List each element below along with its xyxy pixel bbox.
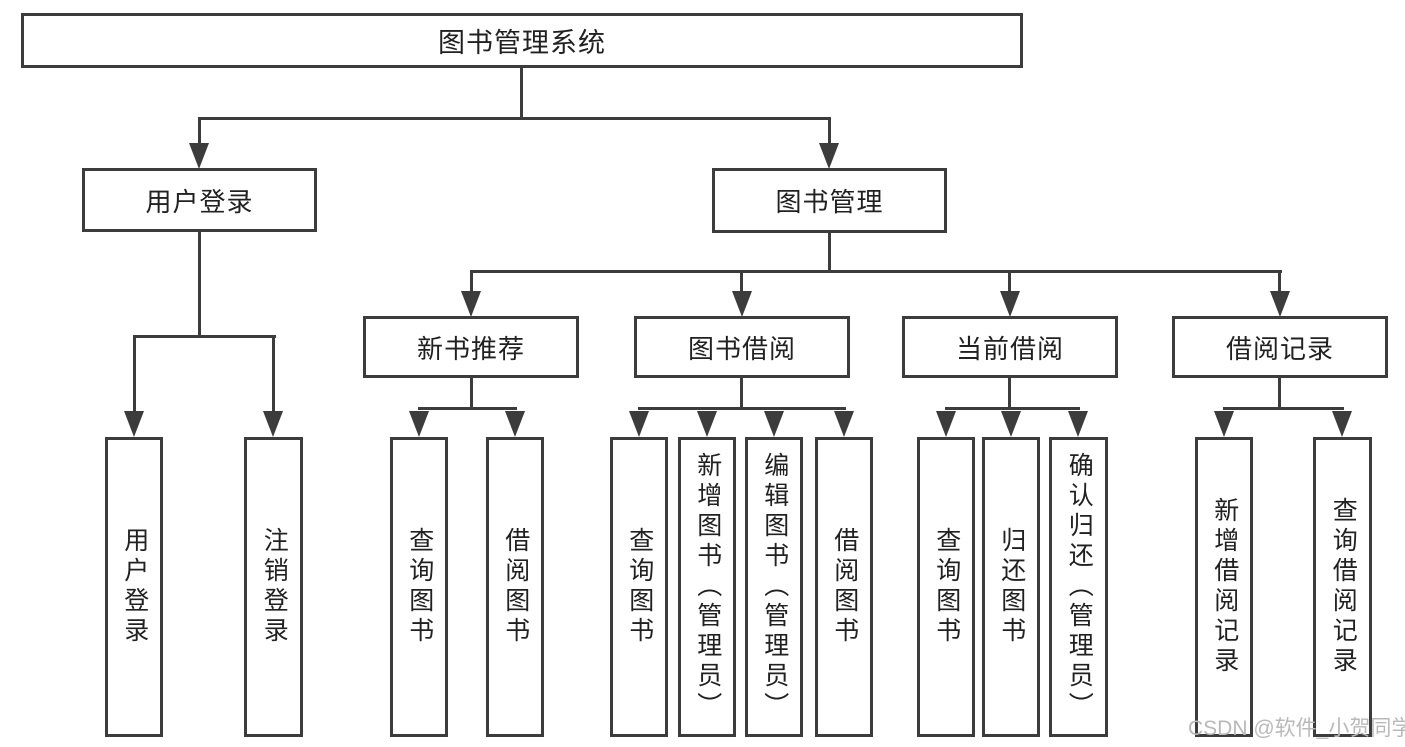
leaf-borrow-books-recommend: 借阅图书	[486, 437, 544, 737]
leaf-user-login: 用户登录	[105, 437, 163, 737]
leaf-edit-book-admin-label: 编辑图书（管理员）	[760, 452, 789, 722]
leaf-return-books-label: 归还图书	[997, 527, 1026, 647]
connector-user-login-stem	[198, 117, 201, 146]
arrowhead-g3-return-books	[1001, 411, 1021, 437]
leaf-add-borrow-record: 新增借阅记录	[1195, 437, 1253, 737]
connector-user-login-horizontal	[133, 335, 276, 338]
leaf-query-books-recommend: 查询图书	[390, 437, 448, 737]
connector-g2-down	[740, 377, 743, 409]
connector-g4-down	[1278, 377, 1281, 409]
arrowhead-new-book	[461, 291, 481, 317]
connector-leaf-user-login-stem	[133, 335, 136, 414]
arrowhead-g2-query-books	[629, 411, 649, 437]
arrowhead-book-borrow	[732, 291, 752, 317]
connector-level2-horizontal	[198, 117, 831, 120]
leaf-edit-book-admin: 编辑图书（管理员）	[745, 437, 803, 737]
node-user-login: 用户登录	[82, 168, 317, 232]
leaf-borrow-books-2: 借阅图书	[815, 437, 873, 737]
node-new-book-recommend-label: 新书推荐	[416, 333, 525, 364]
watermark: CSDN @软件_小贺同学	[1188, 717, 1405, 740]
connector-leaf-logout-stem	[272, 335, 275, 414]
node-borrow-records: 借阅记录	[1172, 316, 1388, 378]
connector-user-login-down	[198, 232, 201, 338]
arrowhead-g1-borrow-books	[505, 411, 525, 437]
node-current-borrow-label: 当前借阅	[955, 333, 1064, 364]
connector-g3-down	[1008, 377, 1011, 409]
arrowhead-leaf-logout	[263, 411, 283, 437]
arrowhead-g3-confirm-return	[1068, 411, 1088, 437]
leaf-query-books-current: 查询图书	[917, 437, 975, 737]
connector-g4-horizontal	[1223, 407, 1344, 410]
leaf-logout-label: 注销登录	[260, 527, 289, 647]
connector-book-mgmt-stem	[828, 117, 831, 146]
node-book-management-label: 图书管理	[775, 187, 884, 217]
connector-g1-down	[470, 377, 473, 409]
leaf-return-books: 归还图书	[982, 437, 1040, 737]
leaf-query-books-recommend-label: 查询图书	[405, 527, 434, 647]
arrowhead-current-borrow	[1000, 291, 1020, 317]
leaf-logout: 注销登录	[244, 437, 303, 737]
connector-g2-horizontal	[638, 407, 846, 410]
leaf-query-borrow-record-label: 查询借阅记录	[1329, 497, 1358, 677]
arrowhead-g2-add-book	[697, 411, 717, 437]
node-borrow-records-label: 借阅记录	[1225, 333, 1334, 364]
arrowhead-g4-query-record	[1332, 411, 1352, 437]
node-new-book-recommend: 新书推荐	[363, 316, 579, 378]
leaf-query-books-borrow: 查询图书	[610, 437, 668, 737]
connector-level3-horizontal	[471, 270, 1282, 273]
leaf-user-login-label: 用户登录	[120, 527, 149, 647]
arrowhead-borrow-record	[1270, 291, 1290, 317]
leaf-query-books-current-label: 查询图书	[932, 527, 961, 647]
leaf-add-book-admin: 新增图书（管理员）	[678, 437, 736, 737]
node-book-management: 图书管理	[712, 168, 947, 233]
arrowhead-book-mgmt	[819, 143, 839, 169]
leaf-confirm-return-admin-label: 确认归还（管理员）	[1065, 452, 1094, 722]
connector-current-borrow-stem	[1008, 270, 1011, 293]
leaf-borrow-books-2-label: 借阅图书	[830, 527, 859, 647]
connector-new-book-stem	[470, 270, 473, 293]
node-library-system-label: 图书管理系统	[438, 28, 606, 58]
node-book-borrow-label: 图书借阅	[687, 333, 796, 364]
node-user-login-label: 用户登录	[145, 186, 254, 217]
arrowhead-user-login	[189, 143, 209, 169]
node-library-system: 图书管理系统	[21, 13, 1023, 68]
arrowhead-g2-borrow-books	[834, 411, 854, 437]
arrowhead-leaf-user-login	[124, 411, 144, 437]
leaf-add-book-admin-label: 新增图书（管理员）	[693, 452, 722, 722]
connector-book-mgmt-down	[828, 233, 831, 273]
connector-book-borrow-stem	[740, 270, 743, 293]
connector-root-down	[520, 67, 523, 118]
leaf-confirm-return-admin: 确认归还（管理员）	[1049, 437, 1108, 737]
leaf-query-books-borrow-label: 查询图书	[625, 527, 654, 647]
arrowhead-g2-edit-book	[764, 411, 784, 437]
leaf-borrow-books-recommend-label: 借阅图书	[501, 527, 530, 647]
node-book-borrow: 图书借阅	[634, 316, 850, 378]
node-current-borrow: 当前借阅	[902, 316, 1118, 378]
leaf-query-borrow-record: 查询借阅记录	[1313, 437, 1372, 737]
arrowhead-g1-query-books	[409, 411, 429, 437]
connector-borrow-record-stem	[1278, 270, 1281, 293]
arrowhead-g4-add-record	[1214, 411, 1234, 437]
connector-g1-horizontal	[418, 407, 517, 410]
leaf-add-borrow-record-label: 新增借阅记录	[1210, 497, 1239, 677]
connector-g3-horizontal	[945, 407, 1080, 410]
arrowhead-g3-query-books	[936, 411, 956, 437]
